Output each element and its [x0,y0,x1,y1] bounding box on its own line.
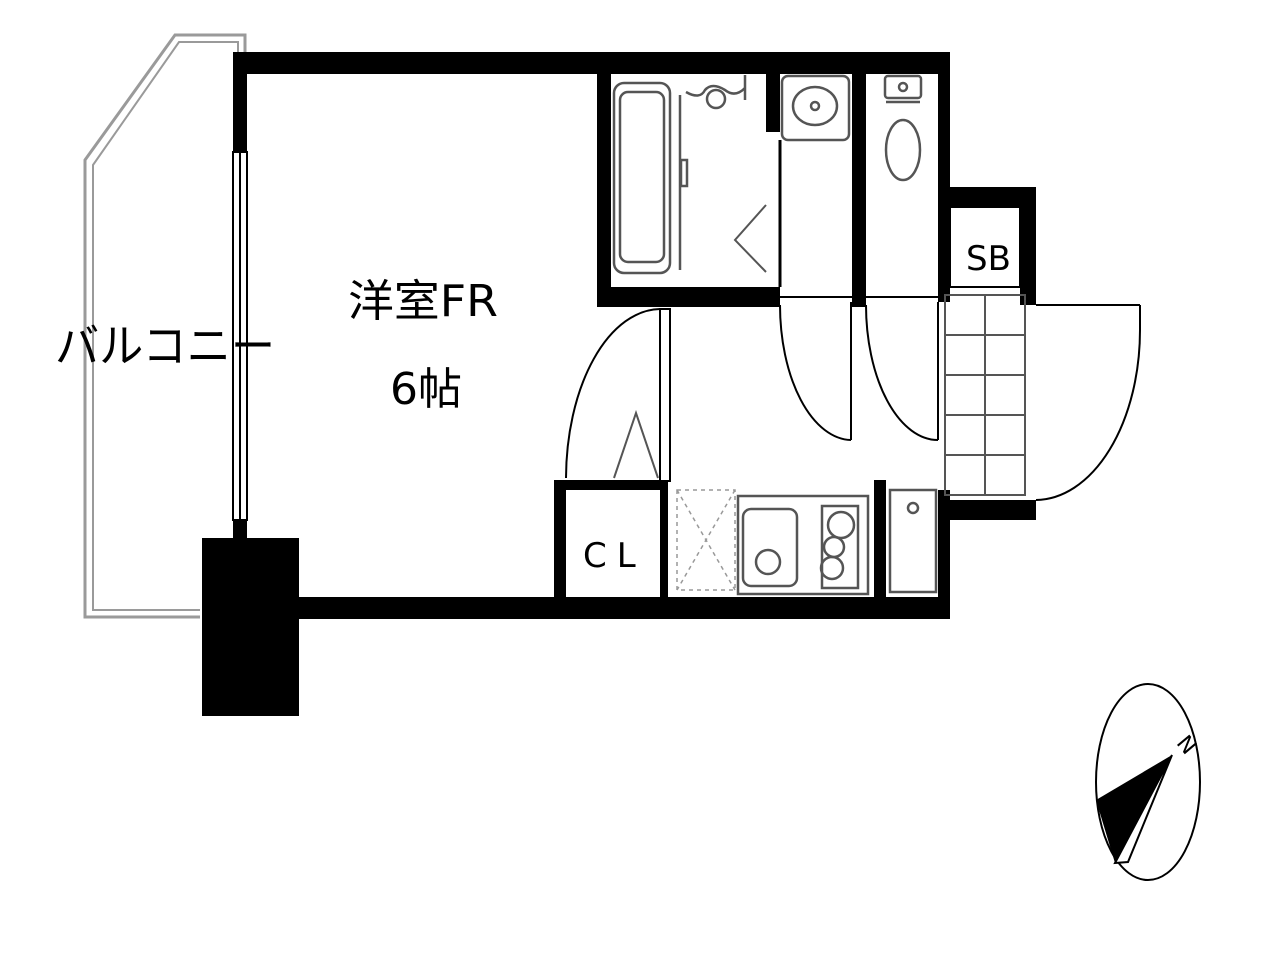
balcony-railing-inner [92,41,239,611]
doors [565,302,1141,501]
wall-bath-bottom [597,287,780,307]
wall-bath-left [597,52,611,307]
toilet [883,74,923,182]
wall-left-upper [233,52,247,152]
kitchen-stove [820,504,860,590]
balcony-area [83,33,247,619]
entrance-tile-floor [944,294,1026,496]
wall-kitchen-post [874,480,886,598]
wall-bath-right [766,52,780,132]
balcony-railing-outer [83,33,247,619]
wall-shoebox-top [938,187,1036,207]
wall-closet-left [554,480,566,619]
wall-closet-top [554,480,666,490]
balcony-window [232,151,248,521]
wall-shoebox-right [1020,187,1036,305]
shoe-box-label: SB [966,239,1011,279]
entrance-door-swing [1035,329,1141,501]
toilet-door-swing [865,304,939,441]
closet-label: CL [583,536,646,576]
bath-door-indicator [733,204,767,273]
compass-needle-light [1113,754,1173,865]
balcony-label: バルコニー [55,319,275,373]
wall-right-bath-toilet [938,52,950,302]
washing-machine-space [888,488,938,594]
wall-bottom [299,597,949,619]
walls [202,52,1036,716]
western-room-size-label: 6帖 [390,364,462,415]
washroom-door-swing [779,304,852,441]
wall-top [233,52,950,74]
wall-entrance-bottom-right [938,500,1036,520]
shoe-box [949,206,1021,288]
kitchen-counter [736,494,870,596]
wall-right-lower [938,490,950,619]
kitchen-sink [741,507,799,588]
western-room-label: 洋室FR [348,276,498,327]
structural-column [202,538,299,716]
compass-needle-dark [1096,755,1172,863]
refrigerator-space [676,489,736,591]
compass: N [1095,683,1201,881]
bathtub [612,75,747,275]
room-door-indicator [613,409,659,479]
room-door-swing [565,308,661,479]
room-door-leaf [659,308,671,482]
washbasin [780,74,851,142]
wall-washroom-right [852,52,866,307]
wall-closet-right [660,480,668,619]
